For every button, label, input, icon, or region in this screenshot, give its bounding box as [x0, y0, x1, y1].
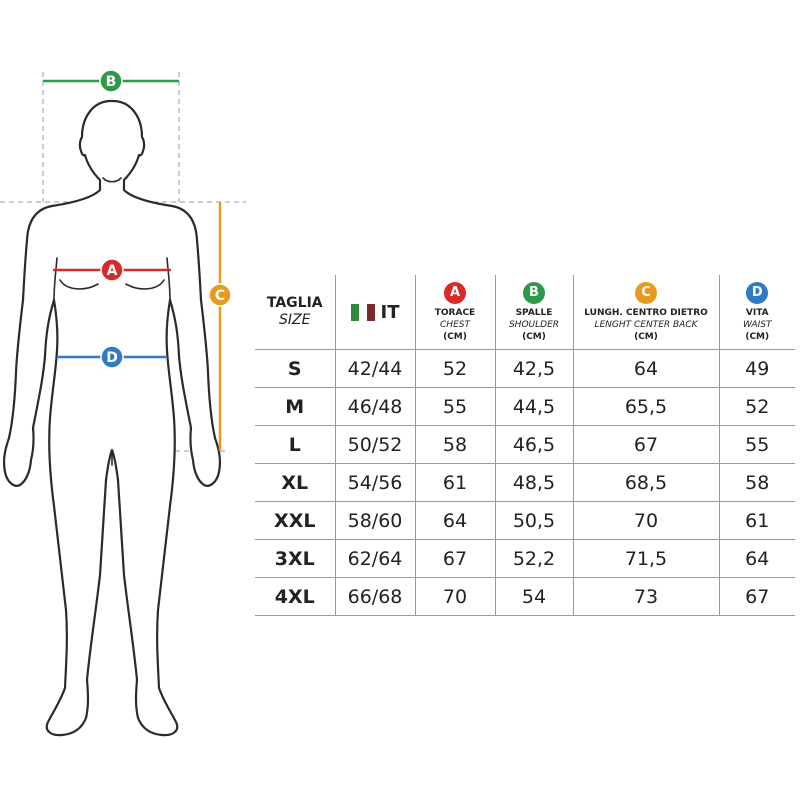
header-size-sub: SIZE — [279, 312, 311, 328]
cell-chest: 58 — [414, 425, 496, 464]
cell-waist: 64 — [718, 539, 795, 578]
cell-shoulder: 42,5 — [494, 349, 574, 388]
badge-a-icon: A — [444, 281, 466, 304]
header-waist-en: WAIST — [743, 319, 772, 330]
cell-size: 3XL — [255, 539, 336, 578]
header-size: TAGLIA SIZE — [255, 275, 336, 350]
header-waist-unit: (CM) — [745, 331, 770, 342]
badge-d-label: D — [106, 350, 118, 366]
header-waist-it: VITA — [745, 307, 769, 318]
cell-chest: 70 — [414, 577, 496, 616]
cell-waist: 52 — [718, 387, 795, 426]
measure-back-length: C — [208, 202, 232, 451]
badge-c-icon: C — [635, 281, 657, 304]
header-it-label: IT — [380, 301, 400, 323]
badge-a-circle — [100, 258, 124, 282]
cell-waist: 49 — [718, 349, 795, 388]
cell-it: 58/60 — [334, 501, 416, 540]
body-silhouette — [2, 99, 222, 737]
cell-size: L — [255, 425, 336, 464]
cell-length: 70 — [572, 501, 720, 540]
cell-chest: 67 — [414, 539, 496, 578]
cell-size: XXL — [255, 501, 336, 540]
badge-d-circle — [100, 345, 124, 369]
badge-c-circle — [208, 283, 232, 307]
cell-waist: 58 — [718, 463, 795, 502]
header-waist: D VITA WAIST (CM) — [718, 275, 795, 350]
measure-chest: A — [53, 258, 171, 282]
cell-it: 54/56 — [334, 463, 416, 502]
cell-length: 73 — [572, 577, 720, 616]
chin-line — [102, 177, 122, 183]
header-shoulder-it: SPALLE — [515, 307, 553, 318]
left-chest-line — [59, 279, 99, 290]
table-header-row: TAGLIA SIZE IT A TORACE CHEST (CM) B SPA… — [255, 275, 795, 350]
cell-shoulder: 52,2 — [494, 539, 574, 578]
badge-b-icon: B — [523, 281, 545, 304]
cell-it: 42/44 — [334, 349, 416, 388]
cell-chest: 61 — [414, 463, 496, 502]
cell-length: 68,5 — [572, 463, 720, 502]
cell-shoulder: 54 — [494, 577, 574, 616]
badge-d-icon: D — [746, 281, 769, 304]
header-shoulder: B SPALLE SHOULDER (CM) — [494, 275, 574, 350]
badge-b-circle — [99, 69, 123, 93]
cell-it: 50/52 — [334, 425, 416, 464]
badge-a-label: A — [107, 263, 118, 279]
body-outline-path — [2, 99, 222, 737]
table-row: 3XL 62/64 67 52,2 71,5 64 — [255, 539, 795, 578]
size-chart-table: TAGLIA SIZE IT A TORACE CHEST (CM) B SPA… — [255, 275, 795, 616]
cell-size: XL — [255, 463, 336, 502]
header-length: C LUNGH. CENTRO DIETRO LENGHT CENTER BAC… — [572, 275, 720, 350]
right-arm-inner — [166, 257, 171, 301]
cell-waist: 67 — [718, 577, 795, 616]
measure-waist: D — [58, 345, 166, 369]
table-row: XXL 58/60 64 50,5 70 61 — [255, 501, 795, 540]
header-it: IT — [334, 275, 416, 350]
measure-shoulder: B — [43, 69, 179, 93]
cell-shoulder: 50,5 — [494, 501, 574, 540]
header-length-it: LUNGH. CENTRO DIETRO — [584, 307, 708, 318]
cell-it: 62/64 — [334, 539, 416, 578]
header-chest: A TORACE CHEST (CM) — [414, 275, 496, 350]
cell-length: 65,5 — [572, 387, 720, 426]
cell-chest: 64 — [414, 501, 496, 540]
left-arm-inner — [53, 257, 58, 301]
header-length-en: LENGHT CENTER BACK — [594, 319, 698, 330]
header-chest-it: TORACE — [434, 307, 476, 318]
cell-waist: 55 — [718, 425, 795, 464]
cell-it: 66/68 — [334, 577, 416, 616]
cell-shoulder: 46,5 — [494, 425, 574, 464]
anatomy-lines — [53, 177, 171, 466]
cell-chest: 52 — [414, 349, 496, 388]
header-chest-en: CHEST — [440, 319, 470, 330]
header-shoulder-unit: (CM) — [522, 331, 546, 342]
cell-it: 46/48 — [334, 387, 416, 426]
cell-length: 71,5 — [572, 539, 720, 578]
right-chest-line — [125, 279, 165, 290]
badge-c-label: C — [215, 288, 225, 304]
header-length-unit: (CM) — [634, 331, 658, 342]
table-row: S 42/44 52 42,5 64 49 — [255, 349, 795, 388]
italy-flag-icon — [350, 303, 375, 321]
badge-b-label: B — [106, 74, 117, 90]
cell-chest: 55 — [414, 387, 496, 426]
cell-size: M — [255, 387, 336, 426]
table-row: M 46/48 55 44,5 65,5 52 — [255, 387, 795, 426]
cell-size: S — [255, 349, 336, 388]
header-chest-unit: (CM) — [443, 331, 467, 342]
cell-shoulder: 44,5 — [494, 387, 574, 426]
cell-waist: 61 — [718, 501, 795, 540]
cell-shoulder: 48,5 — [494, 463, 574, 502]
table-row: 4XL 66/68 70 54 73 67 — [255, 577, 795, 616]
header-size-title: TAGLIA — [266, 295, 323, 311]
cell-size: 4XL — [255, 577, 336, 616]
table-row: L 50/52 58 46,5 67 55 — [255, 425, 795, 464]
table-row: XL 54/56 61 48,5 68,5 58 — [255, 463, 795, 502]
cell-length: 64 — [572, 349, 720, 388]
cell-length: 67 — [572, 425, 720, 464]
header-shoulder-en: SHOULDER — [508, 319, 560, 330]
